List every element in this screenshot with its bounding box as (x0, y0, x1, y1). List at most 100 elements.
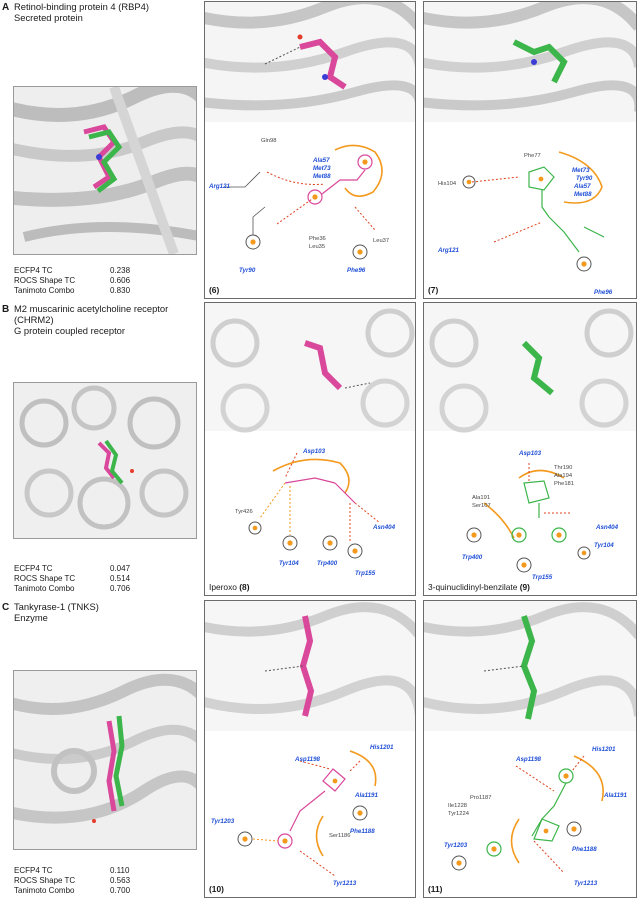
residue-label: Trp155 (355, 570, 376, 577)
row-b-title: M2 muscarinic acetylcholine receptor (CH… (14, 303, 198, 337)
residue-label: Tyr104 (594, 542, 614, 549)
score-row: Tanimoto Combo 0.706 (14, 584, 130, 594)
compound-number: (9) (519, 582, 530, 592)
panel-caption: (10) (209, 884, 224, 894)
residue-label-grey: Ile1228 (448, 803, 467, 809)
row-a-overlay-svg (14, 87, 196, 254)
residue-label-grey: Tyr426 (235, 509, 253, 515)
residue-label-grey: Leu35 (309, 244, 325, 250)
score-row: ROCS Shape TC 0.514 (14, 574, 130, 584)
panel-caption: (7) (428, 285, 438, 295)
score-row: ROCS Shape TC 0.563 (14, 876, 130, 886)
score-label: ECFP4 TC (14, 866, 53, 875)
row-a-overlay-image (13, 86, 197, 255)
panel-c-compound-11: His1201 Asp1198 Ala1191 Phe1188 Tyr1203 … (423, 600, 637, 898)
row-a-title: Retinol-binding protein 4 (RBP4) Secrete… (14, 1, 198, 23)
residue-label: Trp155 (532, 574, 553, 581)
score-label: Tanimoto Combo (14, 286, 75, 296)
score-value: 0.563 (110, 876, 131, 886)
panel-caption: (11) (428, 884, 442, 894)
compound-name: 3-quinuclidinyl-benzilate (428, 582, 520, 592)
panel-a-compound-6: Ala57 Met73 Met88 Arg121 Tyr90 Phe96 Gln… (204, 1, 416, 299)
residue-label: Met88 (574, 191, 592, 198)
score-value: 0.706 (110, 584, 131, 594)
score-row: Tanimoto Combo 0.830 (14, 286, 130, 296)
row-c-info: C Tankyrase-1 (TNKS) Enzyme ECFP4 TC 0.11… (0, 600, 198, 898)
compound-number: (7) (428, 285, 439, 295)
residue-label-grey: Thr190 (554, 465, 572, 471)
residue-label-grey: Phe181 (554, 481, 574, 487)
panel-b-compound-9: Asp103 Asn404 Tyr104 Trp400 Trp155 Thr19… (423, 302, 637, 596)
residue-label-grey: Ser1186 (329, 833, 351, 839)
compound-number: (11) (428, 884, 443, 894)
row-c-overlay-image (13, 670, 197, 850)
residue-label: Asp1198 (294, 756, 321, 763)
row-c-title-line1: Tankyrase-1 (TNKS) (14, 601, 99, 612)
row-c: C Tankyrase-1 (TNKS) Enzyme ECFP4 TC 0.11… (0, 600, 641, 898)
row-a-info: A Retinol-binding protein 4 (RBP4) Secre… (0, 0, 198, 300)
row-c-overlay-svg (14, 671, 196, 849)
residue-label-grey: Gln98 (261, 138, 276, 144)
compound-number: (10) (209, 884, 224, 894)
residue-label: Tyr1203 (444, 842, 468, 849)
residue-label-grey: Tyr1224 (448, 811, 470, 817)
row-c-title: Tankyrase-1 (TNKS) Enzyme (14, 601, 198, 623)
residue-label: His1201 (370, 744, 394, 751)
score-label: Tanimoto Combo (14, 584, 75, 594)
residue-label: Phe1188 (350, 828, 375, 835)
residue-label: Tyr90 (576, 175, 593, 182)
residue-label: Arg121 (437, 247, 460, 254)
panel-caption: 3-quinuclidinyl-benzilate (9) (428, 582, 530, 592)
row-a: A Retinol-binding protein 4 (RBP4) Secre… (0, 0, 641, 300)
score-value: 0.110 (110, 866, 130, 875)
residue-label: Arg121 (208, 183, 231, 190)
score-label: ECFP4 TC (14, 564, 53, 573)
compound-name: Iperoxo (209, 582, 240, 592)
residue-label: Ala57 (573, 183, 591, 190)
residue-label-grey: Leu37 (373, 238, 389, 244)
panel-svg: Asp103 Asn404 Tyr104 Trp400 Trp155 Thr19… (424, 303, 636, 581)
panel-svg: Asp103 Asn404 Tyr104 Trp400 Trp155 Tyr42… (205, 303, 415, 577)
score-value: 0.514 (110, 574, 131, 584)
score-value: 0.830 (110, 286, 131, 296)
residue-label-grey: Ser107 (472, 503, 491, 509)
residue-label: Tyr1203 (211, 818, 235, 825)
residue-label-grey: Pro1187 (470, 795, 492, 801)
residue-label: Met73 (572, 167, 590, 174)
residue-label: Asp103 (302, 448, 326, 455)
residue-label: Phe96 (347, 267, 366, 274)
row-c-title-line2: Enzyme (14, 612, 48, 624)
residue-label: Trp400 (462, 554, 483, 561)
row-a-title-line1: Retinol-binding protein 4 (RBP4) (14, 1, 149, 12)
residue-label: Asp1198 (515, 756, 542, 763)
residue-label-grey: Phe77 (524, 153, 541, 159)
residue-label: Ala1191 (354, 792, 378, 799)
residue-label-grey: Ala191 (472, 495, 490, 501)
residue-label: His1201 (592, 746, 616, 753)
compound-number: (6) (209, 285, 220, 295)
score-label: ROCS Shape TC (14, 876, 76, 886)
score-label: ROCS Shape TC (14, 574, 76, 584)
compound-number: (8) (239, 582, 250, 592)
residue-label: Asn404 (595, 524, 619, 531)
panel-a-compound-7: Met73 Tyr90 Ala57 Met88 Arg121 Phe96 Phe… (423, 1, 637, 299)
panel-svg: His1201 Asp1198 Ala1191 Phe1188 Tyr1203 … (424, 601, 636, 887)
row-b-title-line1: M2 muscarinic acetylcholine receptor (14, 303, 169, 314)
score-value: 0.700 (110, 886, 131, 896)
residue-label-grey: Phe36 (309, 236, 326, 242)
residue-label: Trp400 (317, 560, 338, 567)
residue-label: Tyr104 (279, 560, 299, 567)
row-c-letter: C (2, 602, 10, 613)
residue-label: Phe1188 (572, 846, 597, 853)
residue-label-grey: His104 (438, 181, 457, 187)
residue-label: Ala1191 (603, 792, 627, 799)
row-b-info: B M2 muscarinic acetylcholine receptor (… (0, 302, 198, 598)
row-a-letter: A (2, 2, 10, 13)
residue-label: Ala57 (312, 157, 330, 164)
row-b-title-line2: (CHRM2) (14, 314, 54, 326)
